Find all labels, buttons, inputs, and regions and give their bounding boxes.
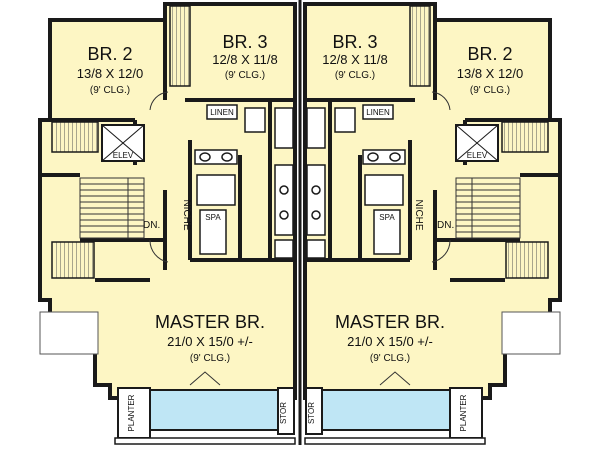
right-elev-label: ELEV (467, 151, 488, 160)
left-dn-label: DN. (143, 220, 160, 231)
left-floor (38, 2, 297, 400)
left-br3-name: BR. 3 (222, 32, 267, 52)
right-br3-clg: (9' CLG.) (335, 70, 375, 81)
left-stor-label: STOR (279, 402, 288, 424)
left-planter-label: PLANTER (127, 394, 136, 431)
left-niche-label: NICHE (181, 199, 192, 230)
left-br2-dims: 13/8 X 12/0 (77, 66, 144, 81)
right-br3-name: BR. 3 (332, 32, 377, 52)
right-planter-label: PLANTER (459, 394, 468, 431)
left-br2-clg: (9' CLG.) (90, 85, 130, 96)
left-master-clg: (9' CLG.) (190, 353, 230, 364)
left-unit (38, 2, 297, 445)
right-br2-clg: (9' CLG.) (470, 85, 510, 96)
right-spa-label: SPA (379, 213, 395, 222)
right-spa (373, 209, 401, 255)
right-balcony (317, 389, 451, 431)
right-niche-label: NICHE (413, 199, 424, 230)
right-br2-dims: 13/8 X 12/0 (457, 66, 524, 81)
left-balcony (149, 389, 283, 431)
right-stairs (455, 177, 521, 239)
right-master-clg: (9' CLG.) (370, 353, 410, 364)
right-master-dims: 21/0 X 15/0 +/- (347, 334, 433, 349)
right-master-name: MASTER BR. (335, 312, 445, 332)
right-linen-label: LINEN (366, 108, 390, 117)
left-spa (199, 209, 227, 255)
right-br2-name: BR. 2 (467, 44, 512, 64)
left-stairs (79, 177, 145, 239)
right-dn-label: DN. (437, 220, 454, 231)
left-spa-label: SPA (205, 213, 221, 222)
right-planter (449, 387, 483, 439)
left-stor (277, 387, 295, 435)
right-stor (305, 387, 323, 435)
left-master-name: MASTER BR. (155, 312, 265, 332)
right-br3-dims: 12/8 X 11/8 (322, 52, 388, 67)
left-br3-dims: 12/8 X 11/8 (212, 52, 278, 67)
left-elev-label: ELEV (113, 151, 134, 160)
left-br3-clg: (9' CLG.) (225, 70, 265, 81)
right-floor (303, 2, 562, 400)
left-br2-name: BR. 2 (87, 44, 132, 64)
left-master-dims: 21/0 X 15/0 +/- (167, 334, 253, 349)
right-stor-label: STOR (307, 402, 316, 424)
left-linen-label: LINEN (210, 108, 234, 117)
right-unit (303, 2, 562, 445)
